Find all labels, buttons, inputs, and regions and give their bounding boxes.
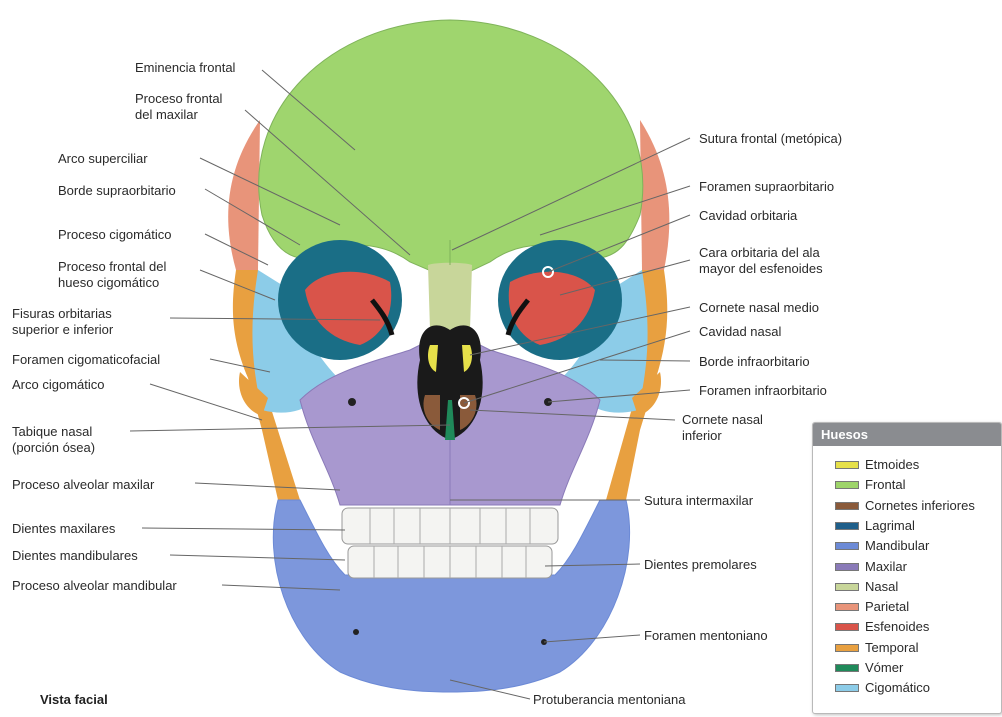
label-line: Sutura intermaxilar xyxy=(644,493,753,509)
label-line: Dientes mandibulares xyxy=(12,548,138,564)
label-eminencia-frontal: Eminencia frontal xyxy=(135,60,235,76)
legend-swatch xyxy=(835,664,859,672)
label-line: Arco superciliar xyxy=(58,151,148,167)
label-cavidad-orbitaria: Cavidad orbitaria xyxy=(699,208,797,224)
label-line: Cara orbitaria del ala xyxy=(699,245,823,261)
infraorbital-foramen-left xyxy=(348,398,356,406)
label-line: Cornete nasal medio xyxy=(699,300,819,316)
label-line: Dientes premolares xyxy=(644,557,757,573)
label-line: hueso cigomático xyxy=(58,275,166,291)
diagram-caption: Vista facial xyxy=(40,692,108,707)
label-foramen-mentoniano: Foramen mentoniano xyxy=(644,628,768,644)
label-protuberancia-mentoniana: Protuberancia mentoniana xyxy=(533,692,686,708)
label-line: Protuberancia mentoniana xyxy=(533,692,686,708)
label-foramen-supraorbitario: Foramen supraorbitario xyxy=(699,179,834,195)
label-line: Foramen cigomaticofacial xyxy=(12,352,160,368)
label-line: Proceso frontal del xyxy=(58,259,166,275)
label-line: (porción ósea) xyxy=(12,440,95,456)
label-line: del maxilar xyxy=(135,107,222,123)
label-line: mayor del esfenoides xyxy=(699,261,823,277)
label-proceso-alveolar-mandibular: Proceso alveolar mandibular xyxy=(12,578,177,594)
label-tabique-nasal: Tabique nasal(porción ósea) xyxy=(12,424,95,456)
label-arco-cigomatico: Arco cigomático xyxy=(12,377,104,393)
legend-swatch xyxy=(835,563,859,571)
legend-swatch xyxy=(835,603,859,611)
lower-teeth xyxy=(348,546,552,578)
legend-label: Esfenoides xyxy=(865,619,929,635)
legend-swatch xyxy=(835,502,859,510)
label-sutura-frontal: Sutura frontal (metópica) xyxy=(699,131,842,147)
label-line: superior e inferior xyxy=(12,322,113,338)
label-cavidad-nasal: Cavidad nasal xyxy=(699,324,781,340)
label-foramen-cigomaticofacial: Foramen cigomaticofacial xyxy=(12,352,160,368)
label-sutura-intermaxilar: Sutura intermaxilar xyxy=(644,493,753,509)
legend-swatch xyxy=(835,461,859,469)
frontal-bone xyxy=(259,20,643,280)
label-line: Cavidad nasal xyxy=(699,324,781,340)
legend-label: Cigomático xyxy=(865,680,930,696)
legend-label: Frontal xyxy=(865,477,905,493)
legend-label: Nasal xyxy=(865,579,898,595)
label-line: Borde infraorbitario xyxy=(699,354,810,370)
label-cornete-nasal-medio: Cornete nasal medio xyxy=(699,300,819,316)
mental-foramen-left xyxy=(353,629,359,635)
label-line: Cornete nasal xyxy=(682,412,763,428)
legend-swatch xyxy=(835,644,859,652)
legend-swatch xyxy=(835,623,859,631)
legend-label: Etmoides xyxy=(865,457,919,473)
label-line: Proceso cigomático xyxy=(58,227,171,243)
label-foramen-infraorbitario: Foramen infraorbitario xyxy=(699,383,827,399)
legend-swatch xyxy=(835,684,859,692)
legend-label: Parietal xyxy=(865,599,909,615)
nasal-bone xyxy=(428,263,472,330)
label-arco-superciliar: Arco superciliar xyxy=(58,151,148,167)
label-proceso-alveolar-maxilar: Proceso alveolar maxilar xyxy=(12,477,154,493)
legend-label: Cornetes inferiores xyxy=(865,498,975,514)
label-line: Dientes maxilares xyxy=(12,521,115,537)
label-line: Borde supraorbitario xyxy=(58,183,176,199)
leader-proceso-alveolar-maxilar xyxy=(195,483,340,490)
legend-label: Maxilar xyxy=(865,559,907,575)
legend-swatch xyxy=(835,542,859,550)
legend-swatch xyxy=(835,522,859,530)
legend-label: Mandibular xyxy=(865,538,929,554)
upper-teeth xyxy=(342,508,558,544)
label-line: Foramen infraorbitario xyxy=(699,383,827,399)
label-line: Tabique nasal xyxy=(12,424,95,440)
legend-swatch xyxy=(835,481,859,489)
label-dientes-premolares: Dientes premolares xyxy=(644,557,757,573)
label-borde-infraorbitario: Borde infraorbitario xyxy=(699,354,810,370)
label-dientes-maxilares: Dientes maxilares xyxy=(12,521,115,537)
label-line: inferior xyxy=(682,428,763,444)
legend-label: Lagrimal xyxy=(865,518,915,534)
legend-label: Temporal xyxy=(865,640,918,656)
label-line: Sutura frontal (metópica) xyxy=(699,131,842,147)
label-line: Arco cigomático xyxy=(12,377,104,393)
label-line: Foramen supraorbitario xyxy=(699,179,834,195)
parietal-bone-right xyxy=(640,120,669,270)
legend-swatch xyxy=(835,583,859,591)
label-line: Proceso alveolar maxilar xyxy=(12,477,154,493)
label-line: Cavidad orbitaria xyxy=(699,208,797,224)
legend-title: Huesos xyxy=(813,423,1001,446)
label-dientes-mandibulares: Dientes mandibulares xyxy=(12,548,138,564)
label-line: Proceso alveolar mandibular xyxy=(12,578,177,594)
label-line: Eminencia frontal xyxy=(135,60,235,76)
legend-label: Vómer xyxy=(865,660,903,676)
label-line: Foramen mentoniano xyxy=(644,628,768,644)
label-borde-supraorbitario: Borde supraorbitario xyxy=(58,183,176,199)
label-proceso-cigomatico: Proceso cigomático xyxy=(58,227,171,243)
label-line: Fisuras orbitarias xyxy=(12,306,113,322)
label-line: Proceso frontal xyxy=(135,91,222,107)
